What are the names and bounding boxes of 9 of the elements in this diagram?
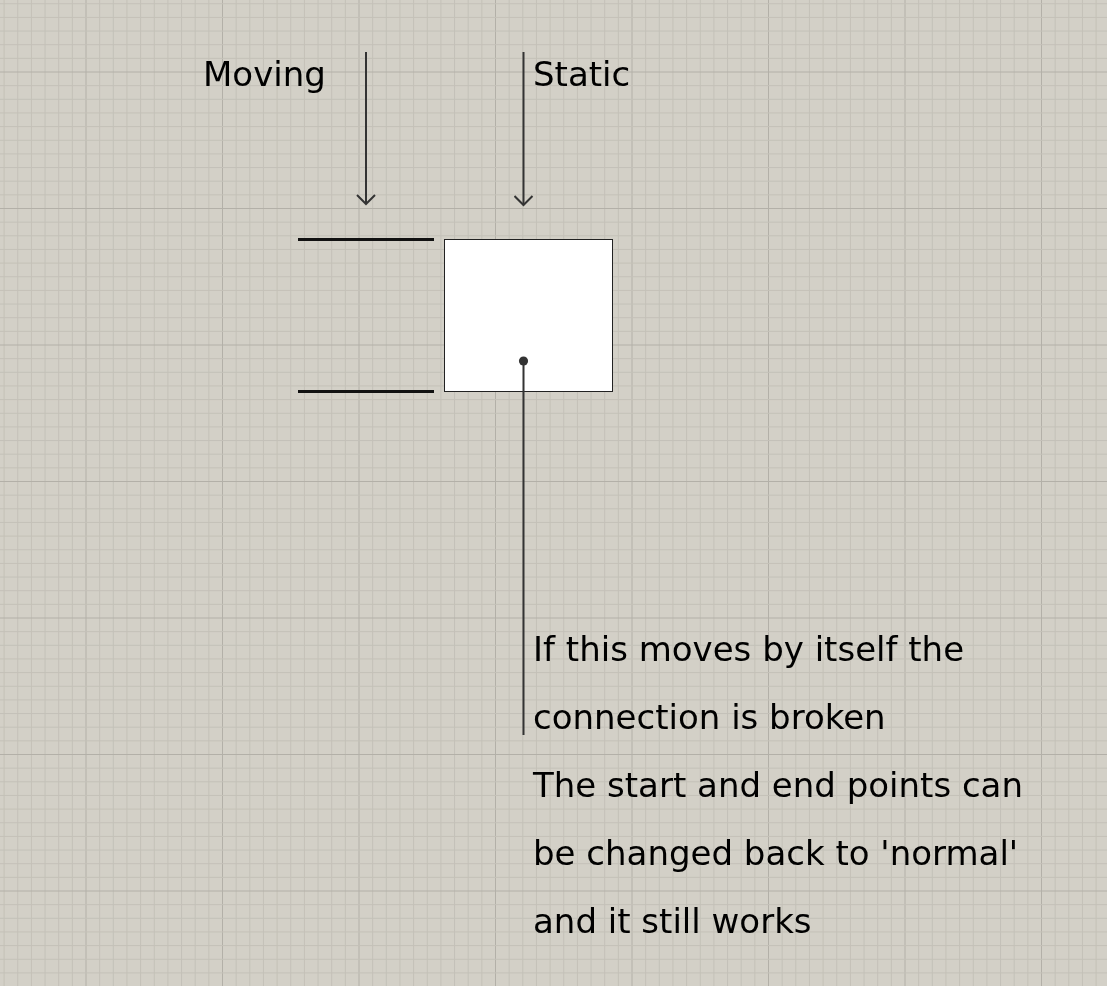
label-text: Static	[533, 40, 663, 102]
label-text: Moving	[203, 40, 363, 102]
static-box	[444, 239, 613, 392]
arrow	[513, 51, 534, 206]
arrow	[356, 51, 376, 205]
note-text: The start and end points can be changed back to 'normal' and it still works	[533, 764, 1024, 943]
note-text: If this moves by itself the connection is broken	[533, 615, 1083, 751]
leader-line	[518, 356, 529, 736]
moving-shape	[298, 238, 434, 393]
